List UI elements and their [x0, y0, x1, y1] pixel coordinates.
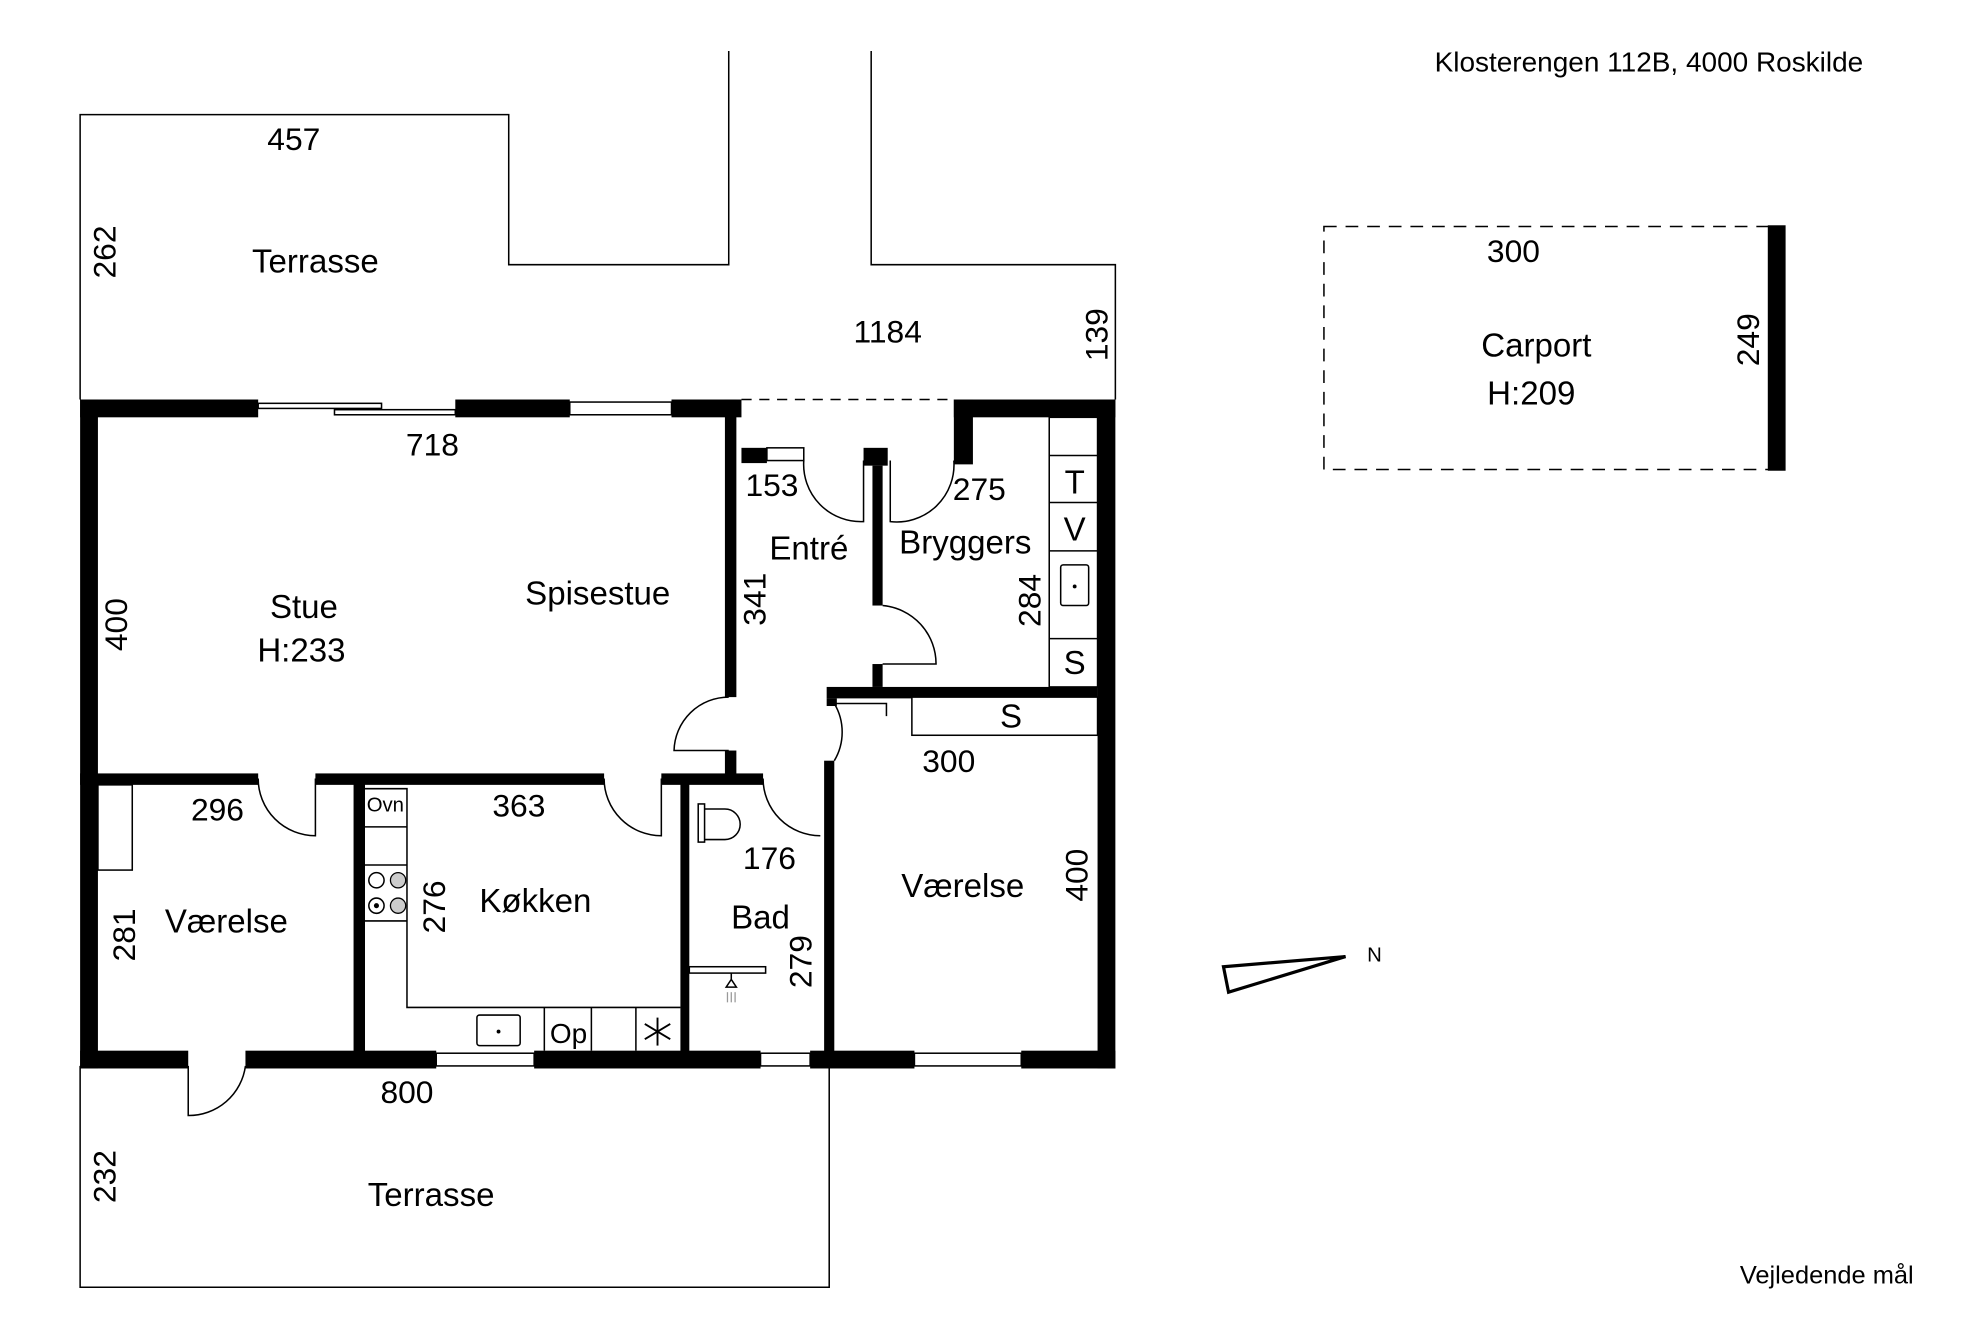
dim-entre-341: 341: [737, 573, 773, 626]
terrace-top-outline-right: [870, 51, 1117, 400]
vaerelse-closet: [97, 784, 134, 871]
dim-terrasse-long: 1184: [854, 313, 922, 349]
fixture-closet-hall: S: [1000, 699, 1022, 736]
room-terrasse-bottom: Terrasse: [368, 1177, 495, 1214]
footer-note: Vejledende mål: [1740, 1261, 1914, 1289]
shower-rail: [688, 965, 767, 974]
terrace-top-outline: [79, 51, 730, 400]
dim-vaerelse-left-width: 296: [191, 791, 244, 827]
fixture-closet-bryggers: S: [1064, 645, 1086, 682]
dim-stue-depth: 400: [98, 598, 134, 651]
dim-terrasse-bottom-depth: 232: [87, 1150, 123, 1203]
fixture-dryer: T: [1065, 465, 1085, 502]
dim-bad-width: 176: [743, 840, 796, 876]
dim-bryggers-depth: 284: [1011, 574, 1047, 627]
room-vaerelse-right: Værelse: [901, 868, 1024, 905]
carport-wall: [1767, 225, 1786, 471]
address: Klosterengen 112B, 4000 Roskilde: [1435, 46, 1864, 77]
room-terrasse-top: Terrasse: [252, 243, 379, 280]
room-carport-height: H:209: [1487, 376, 1575, 413]
fan-icon: [644, 1017, 671, 1046]
dim-koekken-width: 363: [492, 788, 545, 824]
windows: [257, 401, 1023, 1067]
room-koekken: Køkken: [479, 883, 591, 920]
dim-bad-depth: 279: [782, 935, 818, 988]
room-spisestue: Spisestue: [525, 575, 670, 612]
compass-label: N: [1367, 945, 1382, 967]
stove-icon: [368, 871, 407, 915]
dim-entre-153: 153: [745, 467, 798, 503]
dim-terrasse-top-width: 457: [267, 121, 320, 157]
room-entre: Entré: [769, 531, 848, 568]
hall-closet: [911, 696, 1099, 737]
dim-carport-width: 300: [1487, 233, 1540, 269]
fixture-oven: Ovn: [367, 795, 404, 817]
dim-bryggers-width: 275: [953, 471, 1006, 507]
terrace-bottom-outline: [79, 1065, 830, 1288]
room-stue-height: H:233: [257, 633, 345, 670]
dim-vaerelse-right-width: 300: [922, 743, 975, 779]
shower-icon: [724, 973, 738, 988]
interior-walls: [80, 399, 1098, 1059]
dim-carport-depth: 249: [1730, 313, 1766, 366]
dim-terrasse-right: 139: [1079, 308, 1115, 361]
dim-koekken-depth: 276: [416, 880, 452, 933]
room-bad: Bad: [731, 900, 790, 937]
toilet-icon: [697, 803, 741, 843]
fixtures: [97, 416, 1099, 1051]
bryggers-counter: [1048, 416, 1099, 688]
doors: [187, 460, 955, 1117]
exterior-walls: [80, 399, 1116, 1069]
north-arrow-icon: [1221, 954, 1347, 995]
dim-vaerelse-right-depth: 400: [1058, 849, 1094, 902]
dim-house-width: 800: [380, 1074, 433, 1110]
room-vaerelse-left: Værelse: [165, 903, 288, 940]
dim-terrasse-top-depth: 262: [87, 225, 123, 278]
fixture-dishwasher: Op: [550, 1018, 587, 1049]
room-bryggers: Bryggers: [899, 524, 1031, 561]
dim-vaerelse-left-depth: 281: [106, 908, 142, 961]
dim-stue-width: 718: [406, 426, 459, 462]
room-stue: Stue: [270, 589, 338, 626]
room-carport: Carport: [1481, 327, 1591, 364]
fixture-washer: V: [1064, 512, 1086, 549]
